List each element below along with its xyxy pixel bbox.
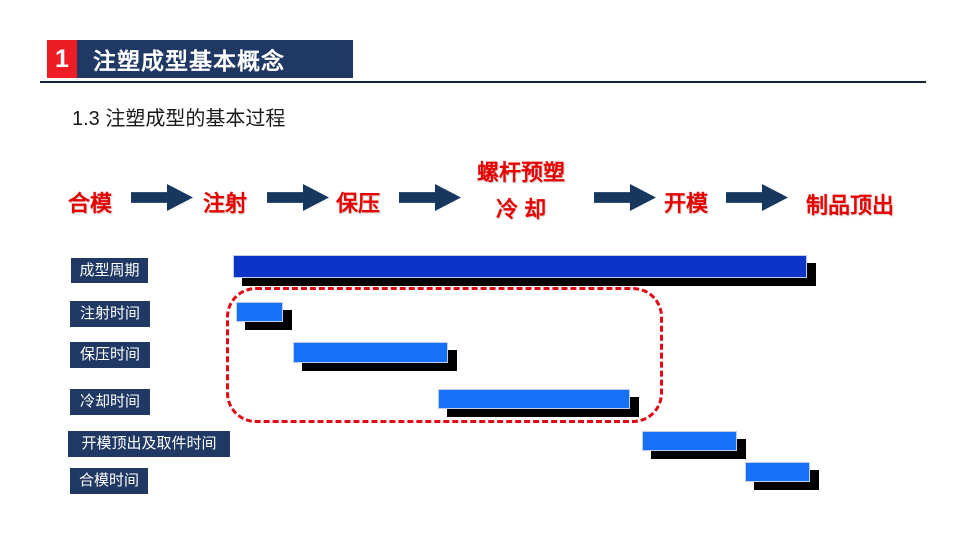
section-number-badge: 1 [47,40,77,78]
gantt-bar-hold [293,342,448,363]
highlight-dashed-outline [226,287,663,423]
right-arrow-icon [267,184,329,211]
gantt-row-label-hold: 保压时间 [70,342,150,368]
gantt-bar-cool [438,389,630,409]
header-underline [40,81,926,83]
gantt-bar-open-eject [642,431,737,451]
right-arrow-icon [726,184,788,211]
gantt-row-label-clamp: 合模时间 [70,468,148,494]
gantt-row-label-cool: 冷却时间 [70,389,150,415]
section-title-bar: 注塑成型基本概念 [77,40,353,78]
gantt-row-label-open-eject: 开模顶出及取件时间 [68,431,230,457]
gantt-row-label-inject: 注射时间 [70,301,150,327]
flow-step-hold-pressure: 保压 [336,191,381,216]
flow-step-eject: 制品顶出 [806,193,895,218]
flow-step-screw-preplast: 螺杆预塑 [477,160,566,185]
right-arrow-icon [594,184,656,211]
gantt-row-label-cycle: 成型周期 [71,258,148,283]
right-arrow-icon [399,184,461,211]
flow-step-clamp: 合模 [68,191,113,216]
gantt-bar-inject [236,302,283,322]
flow-step-mold-open: 开模 [664,191,709,216]
right-arrow-icon [131,184,193,211]
flow-step-inject: 注射 [203,191,248,216]
page-subtitle: 1.3 注塑成型的基本过程 [72,108,286,130]
gantt-bar-cycle [233,255,807,278]
gantt-bar-clamp [745,462,810,482]
flow-step-cooling: 冷 却 [496,197,547,222]
